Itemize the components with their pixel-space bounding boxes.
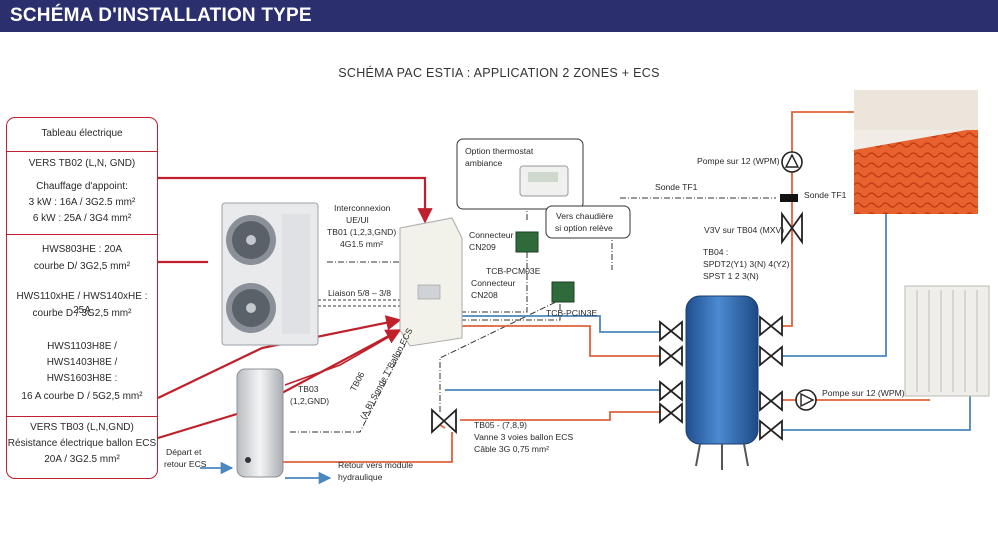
label-tb04-2: SPDT2(Y1) 3(N) 4(Y2) [703, 259, 790, 269]
panel-hws1103-3: HWS1603H8E : [46, 373, 118, 384]
panel-vers-tb03: VERS TB03 (L,N,GND) [30, 422, 134, 433]
label-sonde-tf1-left: Sonde TF1 [655, 182, 698, 192]
electrical-panel-box: Tableau électrique VERS TB02 (L,N, GND) … [6, 117, 158, 479]
panel-title: Tableau électrique [41, 128, 123, 139]
label-connecteur-cn209-2: CN209 [469, 242, 496, 252]
label-connecteur-cn208-2: CN208 [471, 290, 498, 300]
panel-hws1103-4: 16 A courbe D / 5G2,5 mm² [21, 391, 143, 402]
label-depart-2: retour ECS [164, 459, 207, 469]
panel-hws1103-1: HWS1103H8E / [47, 341, 117, 352]
panel-chauffage-3: 6 kW : 25A / 3G4 mm² [32, 213, 132, 224]
panel-resistance-1: Résistance électrique ballon ECS [7, 438, 157, 449]
label-interconnexion: Interconnexion [334, 203, 391, 213]
label-tb05-2: Vanne 3 voies ballon ECS [474, 432, 573, 442]
label-tb01: TB01 (1,2,3,GND) [327, 227, 396, 237]
panel-hws803-1: HWS803HE : 20A [41, 244, 123, 255]
label-tb06-1: TB06 [348, 370, 367, 393]
ecs-tank [236, 368, 284, 478]
panel-hws110-1: HWS110xHE / HWS140xHE : 25A [16, 291, 148, 316]
label-vers-chaudiere-2: si option relève [555, 223, 613, 233]
label-sonde-tf1-right: Sonde TF1 [804, 190, 847, 200]
label-ue-ui: UE/UI [346, 215, 369, 225]
label-retour-2: hydraulique [338, 472, 383, 482]
label-cable-4g: 4G1.5 mm² [340, 239, 383, 249]
label-retour-1: Retour vers module [338, 460, 413, 470]
pump-top [781, 151, 803, 173]
outdoor-unit [221, 202, 319, 346]
label-v3v: V3V sur TB04 (MXV) [704, 225, 784, 235]
page-header: SCHÉMA D'INSTALLATION TYPE [0, 0, 998, 32]
panel-resistance-2: 20A / 3G2.5 mm² [44, 454, 120, 465]
buffer-tank [685, 295, 759, 470]
panel-divider [7, 416, 157, 417]
hydro-module [399, 217, 463, 347]
label-tb04-1: TB04 : [703, 247, 728, 257]
valves [431, 211, 803, 441]
diagram-title: SCHÉMA PAC ESTIA : APPLICATION 2 ZONES +… [338, 66, 660, 80]
thermostat-option [456, 138, 584, 210]
refrigerant-link [318, 299, 400, 307]
hydraulic-pipes [200, 111, 971, 485]
panel-hws110-2: courbe D / 3G2,5 mm² [32, 308, 132, 319]
sonde-tf1-sensor [780, 194, 798, 202]
label-thermostat-1: Option thermostat [465, 146, 534, 156]
panel-divider [7, 234, 157, 235]
signal-lines [290, 197, 776, 433]
pump-bottom [795, 389, 817, 411]
label-depart-1: Départ et [166, 447, 202, 457]
panel-vers-tb02: VERS TB02 (L,N, GND) [28, 158, 136, 169]
label-pompe-bottom: Pompe sur 12 (WPM) [822, 388, 905, 398]
label-tcb-pcm03e: TCB-PCM03E [486, 266, 541, 276]
label-vers-chaudiere-1: Vers chaudière [556, 211, 614, 221]
label-connecteur-cn209-1: Connecteur [469, 230, 514, 240]
label-liaison: Liaison 5/8 – 3/8 [328, 288, 391, 298]
label-tcb-pcin3e: TCB-PCIN3E [546, 308, 597, 318]
label-connecteur-cn208-1: Connecteur [471, 278, 516, 288]
label-tb06-2: (A,B) Sonde T°Ballon ECS [358, 326, 415, 421]
panel-chauffage-2: 3 kW : 16A / 3G2.5 mm² [28, 197, 136, 208]
boiler-option-box [545, 205, 631, 239]
label-tb03-2: (1,2,GND) [290, 396, 329, 406]
label-tb05-3: Câble 3G 0,75 mm² [474, 444, 549, 454]
page-title: SCHÉMA D'INSTALLATION TYPE [10, 5, 312, 26]
radiator-image [904, 285, 990, 397]
panel-hws803-2: courbe D/ 3G2,5 mm² [33, 261, 131, 272]
panel-divider [7, 151, 157, 152]
panel-hws1103-2: HWS1403H8E / [46, 357, 118, 368]
pcb-boards [515, 231, 575, 303]
underfloor-heating-image [854, 90, 978, 214]
label-thermostat-2: ambiance [465, 158, 502, 168]
label-tb05-1: TB05 - (7,8,9) [474, 420, 527, 430]
label-tb03-1: TB03 [298, 384, 319, 394]
panel-chauffage-1: Chauffage d'appoint: [36, 181, 128, 192]
label-tb04-3: SPST 1 2 3(N) [703, 271, 759, 281]
label-pompe-top: Pompe sur 12 (WPM) [697, 156, 780, 166]
